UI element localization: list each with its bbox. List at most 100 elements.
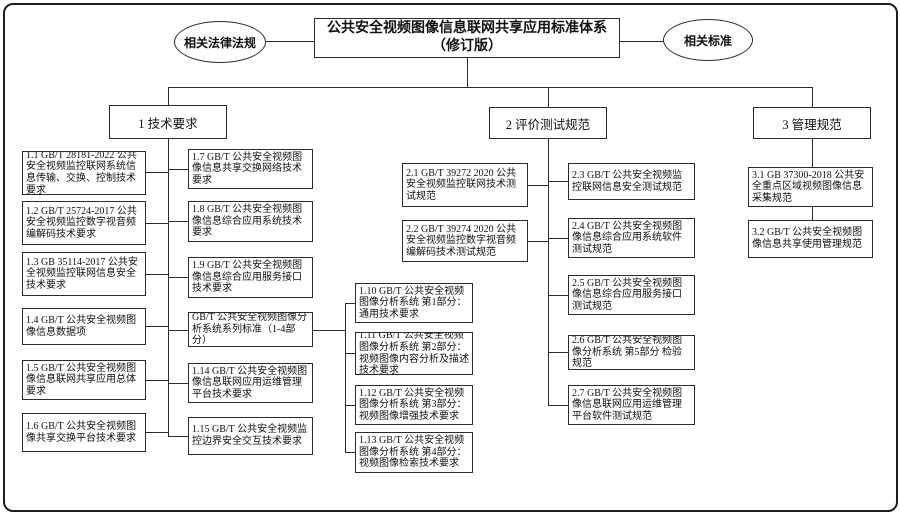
related-standards-label: 相关标准 <box>683 33 732 48</box>
node-1-1-text: 1.1 GB/T 28181-2022 公共安全视频监控联网系统信息传输、交换、… <box>26 151 137 195</box>
connector-n1-3 <box>146 274 168 276</box>
node-1-14: 1.14 GB/T 公共安全视频图像信息联网应用运维管理平台技术要求 <box>188 363 313 403</box>
diagram-title-line1: 公共安全视频图像信息联网共享应用标准体系 <box>327 20 607 36</box>
node-1-4-text: 1.4 GB/T 公共安全视频图像信息数据项 <box>26 314 137 338</box>
node-1-13: 1.13 GB/T 公共安全视频图像分析系统 第4部分： 视频图像检索技术要求 <box>355 432 473 473</box>
connector-series <box>168 330 188 332</box>
node-2-6-text: 2.6 GB/T 公共安全视频图像分析系统 第5部分 检验规范 <box>572 335 683 370</box>
connector-n1-8 <box>168 221 188 223</box>
connector-n1-7 <box>168 169 188 171</box>
connector-stub-branch3 <box>812 87 814 107</box>
node-2-5: 2.5 GB/T 公共安全视频图像信息综合应用服务接口测试规范 <box>568 275 695 315</box>
connector-n1-6 <box>146 432 168 434</box>
connector-n1-4 <box>146 326 168 328</box>
node-2-7-text: 2.7 GB/T 公共安全视频图像信息联网应用运维管理平台软件测试规范 <box>572 387 683 422</box>
node-2-7: 2.7 GB/T 公共安全视频图像信息联网应用运维管理平台软件测试规范 <box>568 385 695 425</box>
node-series: GB/T 公共安全视频图像分析系统系列标准（1-4部分） <box>188 312 313 347</box>
node-1-15: 1.15 GB/T 公共安全视频监控边界安全交互技术要求 <box>188 417 313 455</box>
node-3-1: 3.1 GB 37300-2018 公共安全重点区域视频图像信息采集规范 <box>748 167 873 207</box>
connector-n1-9 <box>168 277 188 279</box>
branch2-header: 2 评价测试规范 <box>489 107 607 139</box>
related-laws-ellipse: 相关法律法规 <box>174 21 266 63</box>
diagram-title-box: 公共安全视频图像信息联网共享应用标准体系 （修订版） <box>314 18 620 58</box>
node-1-7-text: 1.7 GB/T 公共安全视频图像信息共享交换网络技术要求 <box>192 151 303 186</box>
node-2-2-text: 2.2 GB/T 39274 2020 公共安全视频监控数字视音频编解码技术测试… <box>406 223 517 258</box>
node-1-5-text: 1.5 GB/T 公共安全视频图像信息联网共享应用总体要求 <box>26 362 137 397</box>
node-1-9: 1.9 GB/T 公共安全视频图像信息综合应用服务接口技术要求 <box>188 257 313 298</box>
node-1-11: 1.11 GB/T 公共安全视频图像分析系统 第2部分： 视频图像内容分析及描述… <box>355 332 473 375</box>
node-1-4: 1.4 GB/T 公共安全视频图像信息数据项 <box>22 308 146 345</box>
node-1-8: 1.8 GB/T 公共安全视频图像信息综合应用系统技术要求 <box>188 201 313 242</box>
node-2-2: 2.2 GB/T 39274 2020 公共安全视频监控数字视音频编解码技术测试… <box>402 220 528 262</box>
node-1-3: 1.3 GB 35114-2017 公共安全视频监控联网信息安全技术要求 <box>22 252 146 296</box>
node-series-text: GB/T 公共安全视频图像分析系统系列标准（1-4部分） <box>192 312 308 347</box>
branch2-header-label: 2 评价测试规范 <box>505 117 591 132</box>
connector-title-right-ellipse <box>620 41 664 43</box>
connector-distribution <box>168 87 813 89</box>
connector-n1-10 <box>345 303 355 305</box>
node-1-10: 1.10 GB/T 公共安全视频图像分析系统 第1部分： 通用技术要求 <box>355 283 473 323</box>
branch1-trunk <box>168 139 170 436</box>
node-2-1-text: 2.1 GB/T 39272 2020 公共安全视频监控联网技术测试规范 <box>406 167 517 202</box>
node-2-4-text: 2.4 GB/T 公共安全视频图像信息综合应用系统软件测试规范 <box>572 220 683 255</box>
node-1-12-text: 1.12 GB/T 公共安全视频图像分析系统 第3部分： 视频图像增强技术要求 <box>359 387 467 422</box>
connector-n1-11 <box>345 353 355 355</box>
outer-border <box>3 3 898 512</box>
related-laws-label: 相关法律法规 <box>183 35 256 50</box>
node-1-5: 1.5 GB/T 公共安全视频图像信息联网共享应用总体要求 <box>22 360 146 400</box>
branch1-header-label: 1 技术要求 <box>138 116 198 131</box>
connector-n2-1 <box>528 185 548 187</box>
node-2-1: 2.1 GB/T 39272 2020 公共安全视频监控联网技术测试规范 <box>402 163 528 207</box>
node-1-12: 1.12 GB/T 公共安全视频图像分析系统 第3部分： 视频图像增强技术要求 <box>355 385 473 425</box>
node-1-15-text: 1.15 GB/T 公共安全视频监控边界安全交互技术要求 <box>192 424 308 447</box>
connector-n2-7 <box>548 405 568 407</box>
node-1-11-text: 1.11 GB/T 公共安全视频图像分析系统 第2部分： 视频图像内容分析及描述… <box>359 332 469 375</box>
connector-n2-2 <box>528 241 548 243</box>
connector-n1-15 <box>168 436 188 438</box>
node-1-14-text: 1.14 GB/T 公共安全视频图像信息联网应用运维管理平台技术要求 <box>192 365 308 400</box>
connector-n1-2 <box>146 223 168 225</box>
connector-n2-3 <box>548 181 568 183</box>
node-1-3-text: 1.3 GB 35114-2017 公共安全视频监控联网信息安全技术要求 <box>26 256 138 291</box>
branch3-header-label: 3 管理规范 <box>782 117 842 132</box>
node-2-3-text: 2.3 GB/T 公共安全视频监控联网信息安全测试规范 <box>572 169 683 193</box>
connector-n3-2 <box>812 207 814 220</box>
node-1-6-text: 1.6 GB/T 公共安全视频图像共享交换平台技术要求 <box>26 420 137 444</box>
connector-n1-14 <box>168 383 188 385</box>
connector-n1-5 <box>146 380 168 382</box>
connector-left-ellipse-title <box>266 41 314 43</box>
branch2-trunk <box>548 139 550 405</box>
node-1-7: 1.7 GB/T 公共安全视频图像信息共享交换网络技术要求 <box>188 149 313 189</box>
connector-n1-12 <box>345 405 355 407</box>
node-1-2-text: 1.2 GB/T 25724-2017 公共安全视频监控数字视音频编解码技术要求 <box>26 205 137 240</box>
connector-n1-1 <box>146 172 168 174</box>
diagram-title-line2: （修订版） <box>432 39 502 54</box>
connector-n3-1 <box>812 139 814 167</box>
connector-n2-6 <box>548 352 568 354</box>
node-1-13-text: 1.13 GB/T 公共安全视频图像分析系统 第4部分： 视频图像检索技术要求 <box>359 435 467 470</box>
connector-title-down <box>467 58 469 87</box>
connector-n2-4 <box>548 238 568 240</box>
node-3-1-text: 3.1 GB 37300-2018 公共安全重点区域视频图像信息采集规范 <box>752 169 865 204</box>
connector-n1-13 <box>345 452 355 454</box>
node-3-2-text: 3.2 GB/T 公共安全视频图像信息共享使用管理规范 <box>752 227 863 250</box>
connector-n2-5 <box>548 295 568 297</box>
node-3-2: 3.2 GB/T 公共安全视频图像信息共享使用管理规范 <box>748 220 873 258</box>
connector-stub-branch2 <box>548 87 550 107</box>
node-1-1: 1.1 GB/T 28181-2022 公共安全视频监控联网系统信息传输、交换、… <box>22 151 146 195</box>
branch3-header: 3 管理规范 <box>753 107 871 139</box>
node-1-8-text: 1.8 GB/T 公共安全视频图像信息综合应用系统技术要求 <box>192 204 303 239</box>
connector-stub-branch1 <box>168 87 170 105</box>
node-1-6: 1.6 GB/T 公共安全视频图像共享交换平台技术要求 <box>22 413 146 452</box>
node-2-5-text: 2.5 GB/T 公共安全视频图像信息综合应用服务接口测试规范 <box>572 277 683 312</box>
node-2-4: 2.4 GB/T 公共安全视频图像信息综合应用系统软件测试规范 <box>568 218 695 258</box>
connector-series-right <box>313 330 345 332</box>
node-1-2: 1.2 GB/T 25724-2017 公共安全视频监控数字视音频编解码技术要求 <box>22 201 146 245</box>
branch1-header: 1 技术要求 <box>109 105 227 139</box>
node-2-3: 2.3 GB/T 公共安全视频监控联网信息安全测试规范 <box>568 163 695 200</box>
branch1-subtrunk <box>345 303 347 453</box>
node-1-10-text: 1.10 GB/T 公共安全视频图像分析系统 第1部分： 通用技术要求 <box>359 285 467 320</box>
node-1-9-text: 1.9 GB/T 公共安全视频图像信息综合应用服务接口技术要求 <box>192 260 303 295</box>
related-standards-ellipse: 相关标准 <box>663 19 753 61</box>
